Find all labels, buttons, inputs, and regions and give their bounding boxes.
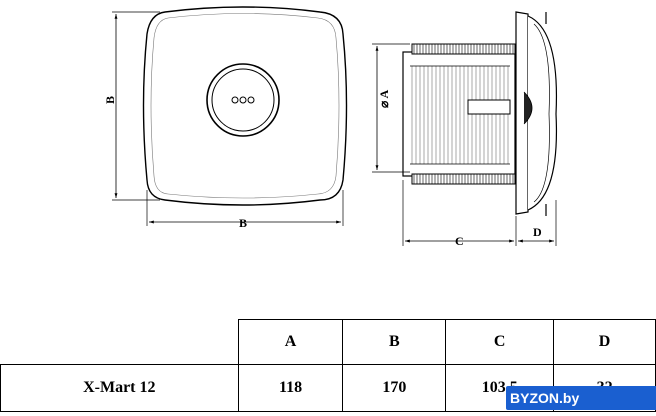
header-cell-c: C	[445, 319, 555, 365]
value-cell-b: 170	[342, 364, 447, 412]
front-view: B B	[103, 6, 348, 230]
byzon-watermark: BYZON.by	[506, 386, 656, 410]
table-header-row: A B C D	[0, 319, 656, 365]
diameter-label: ⌀ A	[377, 89, 391, 108]
three-dots-icon	[231, 96, 255, 104]
width-label: B	[239, 216, 247, 230]
height-label: B	[103, 96, 117, 104]
product-dimension-drawing: B B ⌀ A C	[103, 6, 558, 248]
value-cell-a: 118	[237, 364, 344, 412]
header-cell-d: D	[553, 319, 656, 365]
side-view: ⌀ A C D	[372, 11, 558, 248]
motor-shaft	[467, 99, 511, 115]
flange-label: D	[533, 225, 542, 239]
header-cell-b: B	[342, 319, 447, 365]
depth-label: C	[455, 234, 464, 248]
header-cell-a: A	[237, 319, 344, 365]
front-flange	[515, 11, 529, 215]
center-button-ring	[206, 63, 280, 137]
model-name-cell: X-Mart 12	[0, 364, 239, 412]
header-empty-cell	[0, 319, 239, 365]
